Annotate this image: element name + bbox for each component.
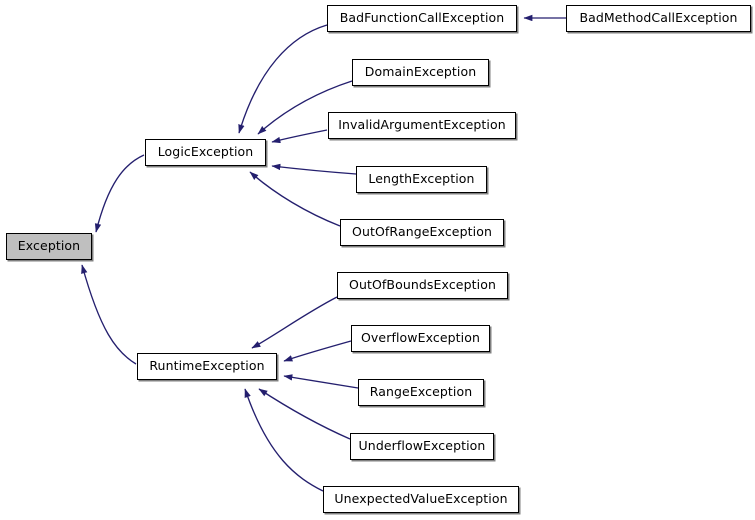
node-runtime[interactable]: RuntimeException: [137, 353, 277, 380]
edge-outofrange-to-logic: [249, 171, 341, 227]
node-length[interactable]: LengthException: [356, 166, 487, 193]
edge-unexpectedvalue-to-runtime: [244, 388, 324, 492]
edge-logic-to-exception: [94, 154, 145, 233]
node-underflow[interactable]: UnderflowException: [350, 433, 494, 460]
node-label-overflow: OverflowException: [360, 330, 481, 346]
node-invalidargument[interactable]: InvalidArgumentException: [328, 112, 516, 139]
node-label-invalidargument: InvalidArgumentException: [338, 117, 506, 133]
node-domain[interactable]: DomainException: [352, 59, 489, 86]
node-label-length: LengthException: [368, 171, 475, 187]
node-label-outofrange: OutOfRangeException: [352, 224, 492, 240]
edge-runtime-to-exception: [81, 264, 137, 365]
node-label-underflow: UnderflowException: [358, 438, 486, 454]
edge-badfunctioncall-to-logic: [238, 24, 328, 134]
node-label-logic: LogicException: [157, 144, 254, 160]
edge-invalidargument-to-logic: [271, 129, 328, 144]
edge-length-to-logic: [271, 163, 357, 175]
node-unexpectedvalue[interactable]: UnexpectedValueException: [323, 486, 519, 513]
node-exception[interactable]: Exception: [6, 233, 92, 260]
node-logic[interactable]: LogicException: [145, 139, 266, 166]
node-outofbounds[interactable]: OutOfBoundsException: [337, 272, 508, 299]
node-range[interactable]: RangeException: [358, 379, 484, 406]
node-label-domain: DomainException: [364, 64, 477, 80]
node-overflow[interactable]: OverflowException: [351, 325, 490, 352]
node-label-unexpectedvalue: UnexpectedValueException: [334, 491, 508, 507]
edge-overflow-to-runtime: [283, 340, 352, 362]
node-label-badfunctioncall: BadFunctionCallException: [339, 10, 505, 26]
node-label-outofbounds: OutOfBoundsException: [349, 277, 496, 293]
node-label-badmethodcall: BadMethodCallException: [579, 10, 738, 26]
node-label-runtime: RuntimeException: [149, 358, 265, 374]
node-label-range: RangeException: [369, 384, 473, 400]
node-badfunctioncall[interactable]: BadFunctionCallException: [327, 5, 517, 32]
node-badmethodcall[interactable]: BadMethodCallException: [566, 5, 751, 32]
edge-range-to-runtime: [283, 374, 359, 389]
edge-underflow-to-runtime: [258, 388, 351, 440]
node-label-exception: Exception: [17, 238, 81, 254]
node-outofrange[interactable]: OutOfRangeException: [340, 219, 504, 246]
edge-outofbounds-to-runtime: [251, 296, 338, 349]
